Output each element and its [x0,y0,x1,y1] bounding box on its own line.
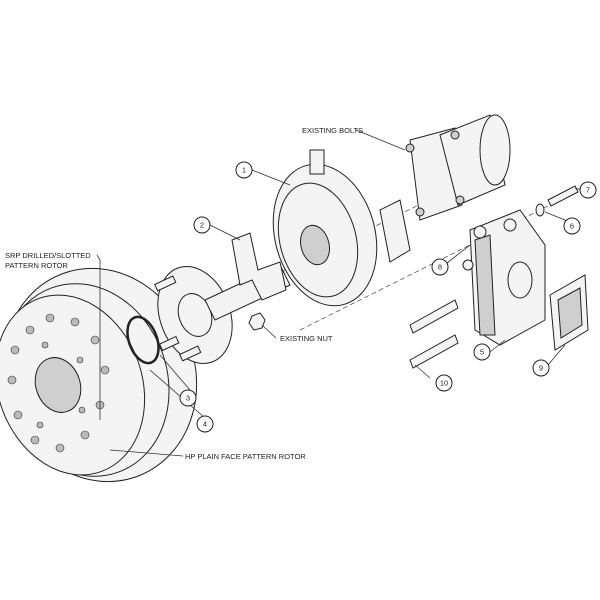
callout-3: 3 [179,389,197,407]
svg-text:1: 1 [242,166,246,175]
o-ring [126,315,160,365]
bracket [231,232,287,301]
svg-text:10: 10 [440,379,448,388]
callout-6: 6 [563,217,581,235]
svg-text:7: 7 [586,186,590,195]
callout-5: 5 [473,343,491,361]
svg-text:6: 6 [570,222,574,231]
callout-4: 4 [196,415,214,433]
callout-7: 7 [579,181,597,199]
svg-text:4: 4 [203,420,207,429]
callout-9: 9 [532,359,550,377]
callouts: 1 2 3 4 5 6 7 8 9 10 [179,161,597,433]
caliper [462,209,546,346]
bolt [547,185,579,207]
label-existing-nut: EXISTING NUT [280,334,333,343]
svg-text:3: 3 [186,394,190,403]
callout-10: 10 [435,374,453,392]
callout-1: 1 [235,161,253,179]
label-srp-rotor-line2: PATTERN ROTOR [5,261,69,270]
parking-brake-backing-plate [272,149,378,307]
shims [409,299,459,369]
axle-housing [379,114,511,263]
svg-text:2: 2 [200,221,204,230]
brake-pads [549,274,589,351]
svg-text:9: 9 [539,364,543,373]
label-srp-rotor-line1: SRP DRILLED/SLOTTED [5,251,91,260]
washer [535,203,545,217]
label-existing-bolts: EXISTING BOLTS [302,126,363,135]
svg-text:5: 5 [480,348,484,357]
existing-nut [248,312,266,331]
callout-8: 8 [431,258,449,276]
hub-adapter [154,266,233,364]
label-hp-rotor: HP PLAIN FACE PATTERN ROTOR [185,452,306,461]
svg-text:8: 8 [438,263,442,272]
callout-2: 2 [193,216,211,234]
